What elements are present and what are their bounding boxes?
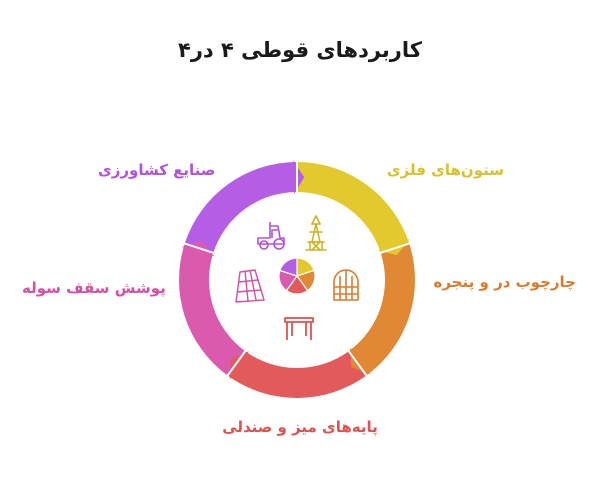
label-agricultural-industries: صنایع کشاورزی [98,161,216,179]
ring-separator [182,241,216,255]
diagram-title: کاربردهای قوطی ۴ در۴ [177,38,422,62]
ring-separator [378,241,412,255]
ring-segment-roof [179,243,246,376]
ring-arrow [292,160,305,195]
ring-separator [225,348,248,378]
tower-icon [305,215,327,251]
ring-segment-table [227,351,367,398]
ring-segment-frames [348,243,415,376]
corrugated-roof-icon [235,269,265,303]
ring-segment-columns [297,162,410,253]
ring-segment-agri [184,162,297,253]
label-door-window-frames: چارچوب در و پنجره [433,273,576,291]
ring-separator [346,348,369,378]
ring-arrow [349,347,371,375]
label-metal-columns: ستون‌های فلزی [386,161,504,179]
table-frame-icon [284,317,314,340]
label-shed-roofing: پوشش سقف سوله [22,279,166,297]
center-pie-icon [278,257,316,295]
tractor-icon [257,222,285,250]
arched-window-icon [333,269,359,301]
ring-arrow [229,351,249,380]
center-pie-slice [279,257,298,277]
label-table-chair-legs: پایه‌های میز و صندلی [222,418,378,436]
